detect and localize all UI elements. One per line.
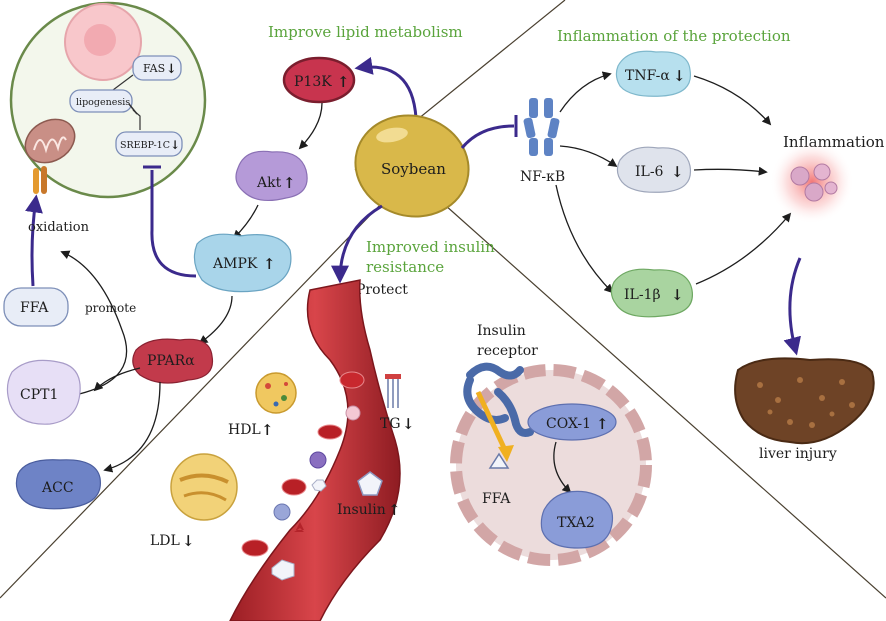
p13k-to-akt [298, 102, 323, 150]
svg-text:↑: ↑ [596, 415, 609, 433]
lipogenesis-box: lipogenesis [69, 89, 133, 113]
receptor-label-2: receptor [477, 343, 538, 359]
receptor-label-1: Insulin [477, 323, 526, 339]
title-lipid: Improve lipid metabolism [268, 23, 463, 41]
insulin-label: Insulin [337, 502, 386, 518]
svg-text:CPT1: CPT1 [20, 387, 58, 403]
cpt1-promote-ffa [60, 250, 128, 396]
akt-to-ampk [232, 204, 259, 240]
title-inflammation: Inflammation of the protection [557, 27, 791, 45]
il1b-node: IL-1β ↓ [610, 268, 694, 318]
cox1-node: COX-1 ↑ [527, 403, 617, 441]
hdl-particle [255, 372, 297, 414]
divider-right [444, 204, 886, 599]
svg-text:lipogenesis: lipogenesis [76, 97, 130, 108]
svg-text:SREBP-1C: SREBP-1C [120, 140, 170, 151]
tnf-to-inflammation [693, 75, 772, 126]
ampk-inhibit-srebp [150, 170, 197, 278]
ampk-to-ppar [198, 295, 233, 345]
transporter-icon [33, 166, 47, 194]
oxidation-label: oxidation [28, 220, 90, 235]
hdl-up: ↑ [261, 421, 274, 439]
tbar-lipogenesis [128, 103, 138, 115]
svg-text:TNF-α: TNF-α [625, 68, 670, 84]
svg-text:P13K: P13K [294, 74, 332, 90]
insulin-up: ↑ [388, 501, 401, 519]
ldl-down: ↓ [182, 532, 195, 550]
p13k-node: P13K ↑ [282, 56, 356, 104]
tg-down: ↓ [402, 415, 415, 433]
fas-inhibit-line [112, 74, 134, 91]
il6-to-inflammation [693, 166, 768, 176]
ppar-to-acc [103, 381, 161, 473]
ffa-lipid-node: FFA [3, 287, 69, 327]
acc-node: ACC [15, 459, 101, 510]
ffa-to-mito [25, 194, 43, 287]
svg-text:↑: ↑ [337, 73, 350, 91]
mitochondrion-icon [24, 118, 76, 164]
soybean-to-vessel [331, 204, 383, 284]
svg-text:ACC: ACC [41, 480, 74, 496]
soybean-inhibit-nfkb [460, 124, 515, 149]
liver-icon [734, 357, 875, 445]
insulin-pentagon-icon [357, 471, 383, 496]
svg-text:↑: ↑ [283, 174, 296, 192]
tg-icon [385, 374, 401, 408]
divider-left [0, 204, 381, 599]
svg-text:↓: ↓ [671, 286, 684, 304]
svg-text:FAS: FAS [143, 62, 165, 75]
svg-text:FFA: FFA [20, 300, 49, 316]
ffa-cell-triangle [488, 452, 510, 469]
liver-injury-label: liver injury [759, 446, 837, 462]
title-insulin-2: resistance [366, 258, 444, 276]
ldl-label: LDL [150, 533, 180, 549]
soybean-node: Soybean [354, 114, 470, 218]
tg-label: TG [380, 416, 401, 432]
svg-text:IL-6: IL-6 [635, 164, 664, 180]
nfkb-to-il6 [559, 145, 618, 168]
svg-text:Soybean: Soybean [381, 160, 446, 178]
ffa-cell-label: FFA [482, 491, 511, 507]
svg-text:IL-1β: IL-1β [624, 287, 661, 303]
svg-text:TXA2: TXA2 [557, 515, 595, 531]
inflammation-to-liver [783, 257, 802, 356]
svg-text:↓: ↓ [166, 62, 177, 77]
cpt1-node: CPT1 [6, 359, 81, 425]
fas-box: FAS ↓ [132, 55, 182, 81]
soybean-to-p13k [354, 56, 418, 119]
svg-text:Akt: Akt [256, 175, 282, 191]
il6-node: IL-6 ↓ [616, 146, 692, 193]
nfkb-to-il1b [555, 184, 614, 294]
svg-text:COX-1: COX-1 [546, 416, 591, 432]
insulin-receptor-icon [463, 362, 534, 462]
title-insulin-1: Improved insulin [366, 238, 495, 256]
promote-label: promote [85, 301, 136, 315]
nfkb-to-tnf [559, 71, 612, 113]
txa2-node: TXA2 [540, 490, 614, 549]
blood-vessel [229, 279, 401, 621]
svg-text:↓: ↓ [671, 163, 684, 181]
svg-text:↓: ↓ [170, 138, 180, 152]
inflamed-cells-icon [770, 140, 854, 224]
svg-text:AMPK: AMPK [212, 256, 258, 272]
svg-text:↓: ↓ [673, 67, 686, 85]
hdl-label: HDL [228, 422, 261, 438]
srebp-box: SREBP-1C ↓ [115, 131, 183, 157]
svg-text:↑: ↑ [263, 255, 276, 273]
il1b-to-inflammation [695, 212, 792, 285]
svg-text:PPARα: PPARα [147, 353, 195, 369]
cox1-to-txa2 [553, 441, 572, 494]
nfkb-receptor-icon [523, 98, 560, 156]
ampk-node: AMPK ↑ [193, 233, 292, 293]
tnf-node: TNF-α ↓ [615, 50, 692, 97]
akt-node: Akt ↑ [235, 150, 308, 202]
nfkb-label: NF-κB [520, 169, 565, 185]
ldl-particle [170, 453, 238, 521]
ppar-node: PPARα [132, 338, 214, 384]
protect-label: Protect [356, 282, 408, 298]
